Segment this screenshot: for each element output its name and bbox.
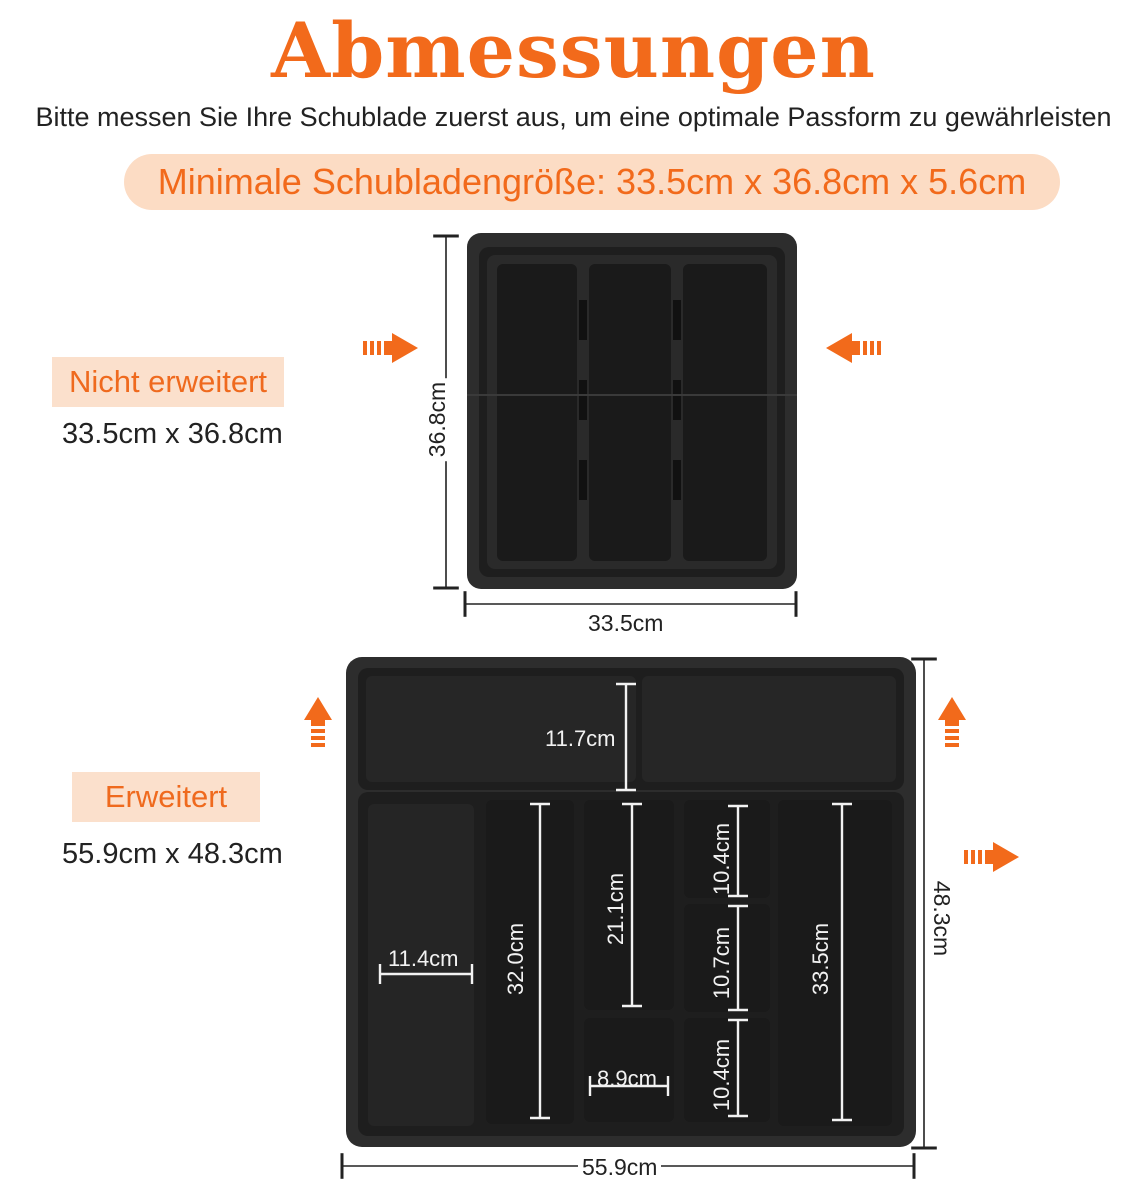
collapsed-tag: Nicht erweitert <box>52 357 284 407</box>
left-compartment-label: 11.4cm <box>388 946 459 971</box>
top-compartment-label: 11.7cm <box>545 726 616 751</box>
collapsed-tray <box>467 233 797 589</box>
right-top-label: 10.4cm <box>709 822 735 896</box>
expanded-height-label: 48.3cm <box>928 876 956 961</box>
right-mid-label: 10.7cm <box>709 926 735 1000</box>
expanded-size: 55.9cm x 48.3cm <box>62 838 283 870</box>
long-right-label: 33.5cm <box>808 922 834 996</box>
expanded-tag: Erweitert <box>72 772 260 822</box>
arrow-right-icon <box>964 842 1019 872</box>
expanded-tray <box>346 657 916 1147</box>
min-size-banner: Minimale Schubladengröße: 33.5cm x 36.8c… <box>124 154 1060 210</box>
long-left-label: 32.0cm <box>503 922 529 996</box>
arrow-up-icon <box>304 697 332 747</box>
collapsed-size: 33.5cm x 36.8cm <box>62 418 283 450</box>
right-bottom-label: 10.4cm <box>709 1038 735 1112</box>
page-title: Abmessungen <box>271 6 876 95</box>
small-bottom-label: 8.9cm <box>597 1066 657 1091</box>
expanded-width-label: 55.9cm <box>578 1154 662 1181</box>
arrow-up-icon <box>938 697 966 747</box>
arrow-left-icon <box>826 333 881 363</box>
collapsed-height-label: 36.8cm <box>424 377 452 462</box>
middle-label: 21.1cm <box>603 872 629 946</box>
page-subtitle: Bitte messen Sie Ihre Schublade zuerst a… <box>35 102 1112 132</box>
arrow-right-icon <box>363 333 418 363</box>
collapsed-width-label: 33.5cm <box>584 610 668 637</box>
